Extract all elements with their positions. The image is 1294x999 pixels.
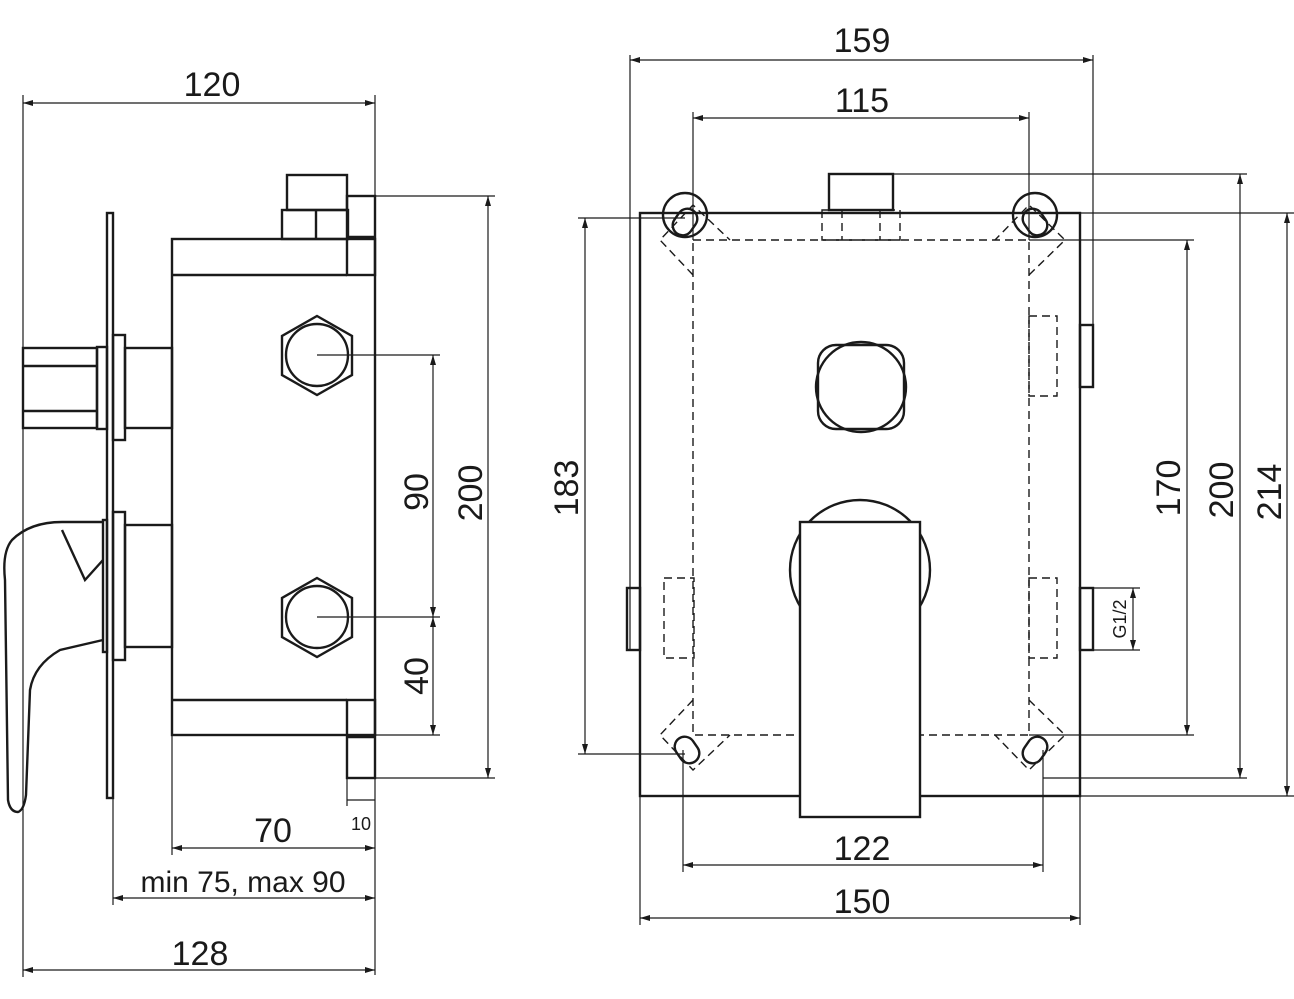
lever-front [788, 498, 932, 819]
dim-150: 150 [834, 883, 891, 921]
dim-183: 183 [548, 460, 586, 517]
mount-lugs [659, 191, 1067, 771]
right-outlet [1078, 323, 1095, 389]
left-inlet [625, 586, 642, 652]
dim-90: 90 [398, 473, 436, 511]
front-view: 159 115 183 170 200 214 G1/2 122 150 [548, 22, 1294, 925]
dim-200: 200 [452, 465, 490, 522]
dim-200-front: 200 [1203, 462, 1241, 519]
dim-214: 214 [1251, 464, 1289, 521]
top-outlet [827, 172, 895, 212]
cover-plate [105, 211, 115, 800]
lever-handle [3, 510, 174, 814]
dim-170: 170 [1150, 460, 1188, 517]
right-inlet [1078, 586, 1095, 652]
diverter-knob [814, 340, 908, 434]
dim-120: 120 [184, 66, 241, 104]
dim-159: 159 [834, 22, 891, 60]
dim-10: 10 [351, 814, 371, 834]
top-fitting [285, 173, 349, 212]
side-fitting-bottom [345, 698, 377, 780]
dim-70: 70 [254, 812, 292, 850]
dim-g1-2: G1/2 [1110, 599, 1130, 638]
dim-40: 40 [398, 657, 436, 695]
side-fitting-top [345, 194, 377, 277]
side-view: 120 200 90 40 10 70 min 75, max 90 128 [3, 66, 495, 977]
dim-128: 128 [172, 935, 229, 973]
upper-cartridge [21, 333, 174, 442]
dim-min-max: min 75, max 90 [140, 866, 345, 899]
dim-122: 122 [834, 830, 891, 868]
dim-115: 115 [835, 82, 889, 120]
valve-body [170, 237, 377, 737]
